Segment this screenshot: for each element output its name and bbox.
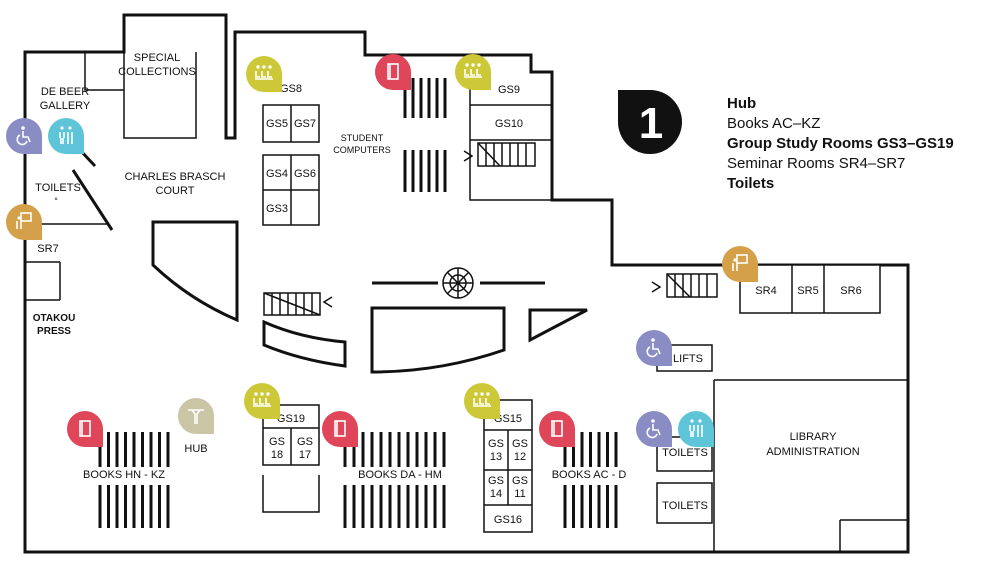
stairs-east: [651, 273, 718, 298]
legend-item-seminar: Seminar Rooms SR4–SR7: [727, 155, 906, 172]
map-markers: [6, 54, 758, 447]
gs9-label: GS9: [498, 84, 520, 96]
charles-brasch-court-label: CHARLES BRASCH: [125, 171, 226, 183]
library-admin-label-2: ADMINISTRATION: [766, 446, 859, 458]
group-study-icon: [244, 383, 280, 419]
toilets-west-label: TOILETS: [35, 182, 81, 194]
gs7-label: GS7: [294, 118, 316, 130]
gs12-label: GS: [512, 438, 528, 450]
book-icon: [375, 54, 411, 90]
group-study-icon: [464, 383, 500, 419]
gs14-label-2: 14: [490, 488, 502, 500]
wheelchair-icon: [636, 411, 672, 447]
legend-item-group-study: Group Study Rooms GS3–GS19: [727, 135, 954, 152]
hub-icon: [178, 398, 214, 434]
otakou-press-label-2: PRESS: [37, 326, 71, 337]
gs19-label: GS19: [277, 413, 305, 425]
sr6-label: SR6: [840, 285, 861, 297]
special-collections-label-2: COLLECTIONS: [118, 66, 196, 78]
toilets-east-label-2: TOILETS: [662, 500, 708, 512]
gs6-label: GS6: [294, 168, 316, 180]
hub-label: HUB: [184, 443, 207, 455]
stairs-west: [263, 292, 333, 316]
gs12-label-2: 12: [514, 451, 526, 463]
gs18-label: GS: [269, 436, 285, 448]
legend-item-toilets: Toilets: [727, 175, 775, 192]
gs11-label-2: 11: [514, 488, 525, 500]
study-rooms-north: [262, 104, 320, 226]
floor-number: 1: [639, 99, 663, 148]
wheelchair-icon: [6, 118, 42, 154]
toilets-east-label-1: TOILETS: [662, 447, 708, 459]
book-icon: [539, 411, 575, 447]
sr4-label: SR4: [755, 285, 776, 297]
toilet-icon: [48, 118, 84, 154]
map-labels: SPECIAL COLLECTIONS DE BEER GALLERY TOIL…: [33, 52, 862, 526]
gs13-label: GS: [488, 438, 504, 450]
gs13-label-2: 13: [490, 451, 502, 463]
book-icon: [322, 411, 358, 447]
gs8-label: GS8: [280, 83, 302, 95]
library-admin-label: LIBRARY: [790, 431, 838, 443]
otakou-press-label: OTAKOU: [33, 313, 76, 324]
de-beer-gallery-label: DE BEER: [41, 86, 89, 98]
gs10-label: GS10: [495, 118, 523, 130]
gs17-label-2: 17: [299, 449, 311, 461]
toilet-icon: [678, 411, 714, 447]
gs11-label: GS: [512, 475, 528, 487]
group-study-icon: [455, 54, 491, 90]
floor-legend: Hub Books AC–KZ Group Study Rooms GS3–GS…: [727, 94, 954, 194]
lifts-label: LIFTS: [673, 353, 703, 365]
group-study-icon: [246, 56, 282, 92]
gs5-label: GS5: [266, 118, 288, 130]
books-ac-d-label: BOOKS AC - D: [552, 469, 627, 481]
gs3-label: GS3: [266, 203, 288, 215]
books-hn-kz-label: BOOKS HN - KZ: [83, 469, 165, 481]
gs16-label: GS16: [494, 514, 522, 526]
gs14-label: GS: [488, 475, 504, 487]
special-collections-label: SPECIAL: [134, 52, 180, 64]
seminar-icon: [722, 246, 758, 282]
seminar-rooms: [656, 264, 881, 524]
de-beer-gallery-label-2: GALLERY: [40, 100, 91, 112]
gs15-label: GS15: [494, 413, 522, 425]
legend-item-hub: Hub: [727, 95, 757, 112]
gs4-label: GS4: [266, 168, 288, 180]
building-walls: [23, 13, 910, 554]
sr7-label: SR7: [37, 243, 58, 255]
charles-brasch-court-label-2: COURT: [156, 185, 195, 197]
central-structures: [151, 220, 588, 374]
legend-item-books: Books AC–KZ: [727, 115, 821, 132]
sr5-label: SR5: [797, 285, 818, 297]
student-computers-label-2: COMPUTERS: [333, 145, 391, 155]
seminar-icon: [6, 204, 42, 240]
floor-number-badge: 1: [618, 90, 682, 154]
student-computers-label: STUDENT: [341, 133, 384, 143]
wheelchair-icon: [636, 330, 672, 366]
books-da-hm-label: BOOKS DA - HM: [358, 469, 442, 481]
gs17-label: GS: [297, 436, 313, 448]
gs18-label-2: 18: [271, 449, 283, 461]
toilets-west-mark: °: [54, 196, 58, 206]
book-icon: [67, 411, 103, 447]
stairs-north: [463, 142, 536, 167]
